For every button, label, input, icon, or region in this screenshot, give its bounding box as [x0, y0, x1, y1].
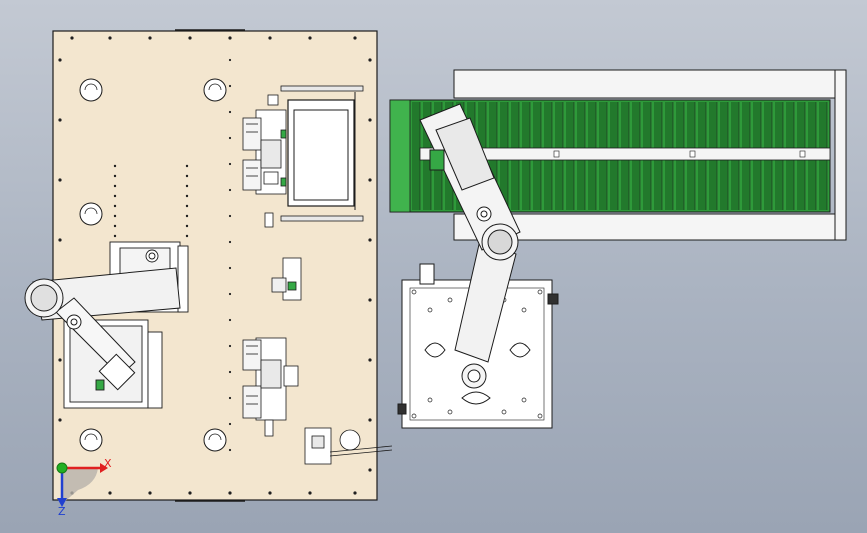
clearance-holes	[79, 78, 227, 452]
tray-frame[interactable]	[280, 85, 364, 222]
scara-robot-right[interactable]	[419, 103, 521, 389]
mounting-holes	[58, 36, 372, 495]
gripper-assembly[interactable]	[304, 427, 393, 465]
sensor-block[interactable]	[271, 257, 302, 301]
scara-robot-left[interactable]	[24, 267, 181, 391]
fixture-lower[interactable]	[242, 337, 299, 437]
axis-z-label: Z	[58, 505, 66, 518]
fixture-upper[interactable]	[242, 94, 287, 228]
coordinate-triad-icon	[56, 462, 108, 507]
axis-x-label: X	[104, 457, 112, 470]
